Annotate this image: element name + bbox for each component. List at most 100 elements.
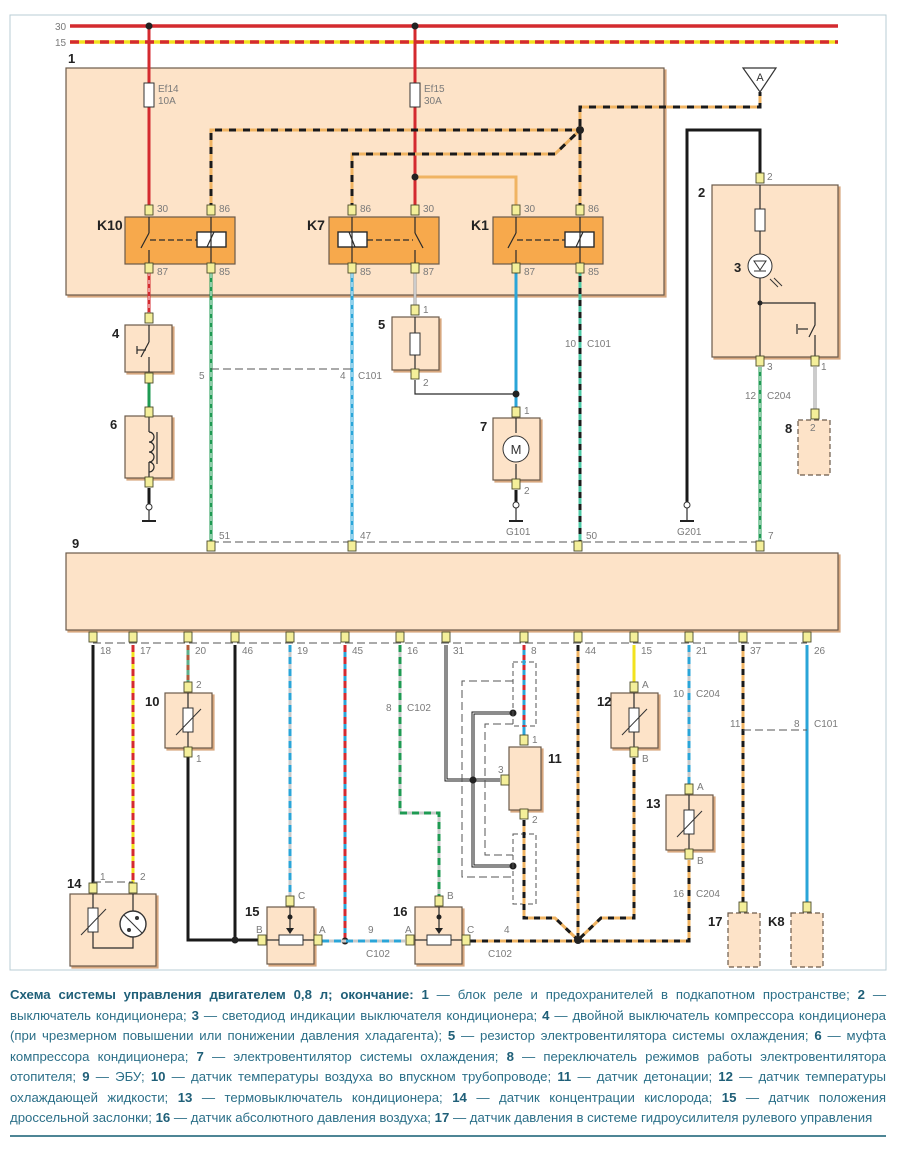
pin-label: 30 <box>423 204 435 215</box>
caption-item-number: 4 <box>542 1007 550 1023</box>
pin-label: 85 <box>360 267 372 278</box>
connector-terminal <box>684 631 694 643</box>
wire-ecu16 <box>398 645 441 897</box>
pin-label: A <box>642 680 649 691</box>
caption-item-text: — датчик концентрации кислорода; <box>466 1089 722 1105</box>
caption-item-number: 10 <box>150 1069 166 1084</box>
wiring-diagram: 30 15 1 Ef14 10A Ef15 30A A K10 <box>9 14 887 971</box>
c101-name: C101 <box>358 371 382 382</box>
component-16-number: 16 <box>393 904 407 919</box>
pin-label: 87 <box>423 267 435 278</box>
ecu-pin-label: 47 <box>360 531 372 542</box>
pin-label: 86 <box>588 204 600 215</box>
coil-icon <box>148 431 155 473</box>
connector-terminal <box>128 631 138 643</box>
caption-item-text: — блок реле и предохранителей в подкапот… <box>428 987 858 1002</box>
connector-pins <box>88 172 820 946</box>
connector-terminal <box>519 808 529 820</box>
connector-terminal <box>347 262 357 274</box>
fuse-ef14-rating: 10A <box>158 96 176 107</box>
pin-label: 2 <box>140 872 146 883</box>
component-11-number: 11 <box>548 751 562 766</box>
connector-terminal <box>230 631 240 643</box>
component-11-knock-sensor <box>508 746 542 811</box>
ecu-pin-label: 15 <box>641 646 653 657</box>
connector-terminal <box>810 408 820 420</box>
component-1-number: 1 <box>68 51 75 66</box>
relay-k10-label: K10 <box>97 217 123 233</box>
ecu-pin-label: 26 <box>814 646 826 657</box>
bus-30-label: 30 <box>55 22 67 33</box>
connector-terminal <box>144 476 154 488</box>
caption-item-number: 8 <box>506 1048 514 1064</box>
reference-marker-a-label: A <box>756 72 764 84</box>
pin-label: 3 <box>498 765 504 776</box>
caption-item-number: 16 <box>155 1110 171 1125</box>
connector-terminal <box>347 540 357 552</box>
wire-k1-86-to-A <box>578 92 762 210</box>
connector-terminal <box>183 631 193 643</box>
caption-item-number: 5 <box>447 1028 456 1043</box>
pin-label: 2 <box>767 172 773 183</box>
ecu-pin-label: 21 <box>696 646 708 657</box>
thermistor-icon <box>683 809 695 835</box>
caption-item-number: 13 <box>177 1089 193 1105</box>
pin-label: 1 <box>532 735 538 746</box>
connector-terminal <box>144 406 154 418</box>
c101-name-2: C101 <box>587 339 611 350</box>
connector-terminal <box>511 262 521 274</box>
component-4-number: 4 <box>112 326 120 341</box>
pin-label: 30 <box>524 204 536 215</box>
connector-terminal <box>511 478 521 490</box>
component-14-number: 14 <box>67 876 82 891</box>
pin-label: B <box>447 891 454 902</box>
wire-5-7 <box>414 380 516 395</box>
connector-terminal <box>410 262 420 274</box>
connector-terminal <box>410 304 420 316</box>
component-3-number: 3 <box>734 260 741 275</box>
connector-terminal <box>441 631 451 643</box>
wire-ecu31 <box>444 645 513 868</box>
component-k8-number: K8 <box>768 914 785 929</box>
pin-label: 86 <box>219 204 231 215</box>
pin-label: A <box>319 925 326 936</box>
component-15-number: 15 <box>245 904 259 919</box>
connector-terminal <box>434 895 444 907</box>
pin-label: C <box>298 891 305 902</box>
caption-item-text: — датчик температуры охлаждающей жидкост… <box>10 1069 887 1105</box>
wire-k7-86 <box>350 128 582 210</box>
wire-k10-86 <box>209 128 580 210</box>
relay-k1-label: K1 <box>471 217 489 233</box>
c101-pin5: 5 <box>199 371 205 382</box>
pin-label: 1 <box>821 362 827 373</box>
component-2-ac-switch <box>711 184 839 358</box>
connector-terminal <box>395 631 405 643</box>
connector-terminal <box>405 934 415 946</box>
pin-label: 2 <box>810 423 816 434</box>
ecu-pin-label: 45 <box>352 646 364 657</box>
component-2-number: 2 <box>698 185 705 200</box>
connector-terminal <box>206 204 216 216</box>
pin-label: 3 <box>767 362 773 373</box>
caption-item-text: — датчик детонации; <box>571 1069 719 1084</box>
pin-label: 1 <box>524 406 530 417</box>
reference-marker-a <box>741 67 778 94</box>
relay-k10: K10 30 86 87 85 <box>97 204 236 278</box>
connector-terminal <box>285 631 295 643</box>
ecu-pin-label: 44 <box>585 646 597 657</box>
relay-k1: K1 30 86 87 85 <box>471 204 604 278</box>
connector-terminal <box>410 368 420 380</box>
connector-terminal <box>755 540 765 552</box>
caption-item-number: 3 <box>191 1007 199 1023</box>
connector-terminal <box>88 631 98 643</box>
component-9-number: 9 <box>72 536 79 551</box>
connector-terminal <box>575 204 585 216</box>
c204-name: C204 <box>767 391 791 402</box>
junction-dot <box>411 173 419 181</box>
connector-terminal <box>573 540 583 552</box>
component-17-ps-pressure-sensor <box>727 912 761 968</box>
junction-dot <box>576 126 584 134</box>
connector-terminal <box>144 204 154 216</box>
relay-k7: K7 86 30 85 87 <box>307 204 440 278</box>
